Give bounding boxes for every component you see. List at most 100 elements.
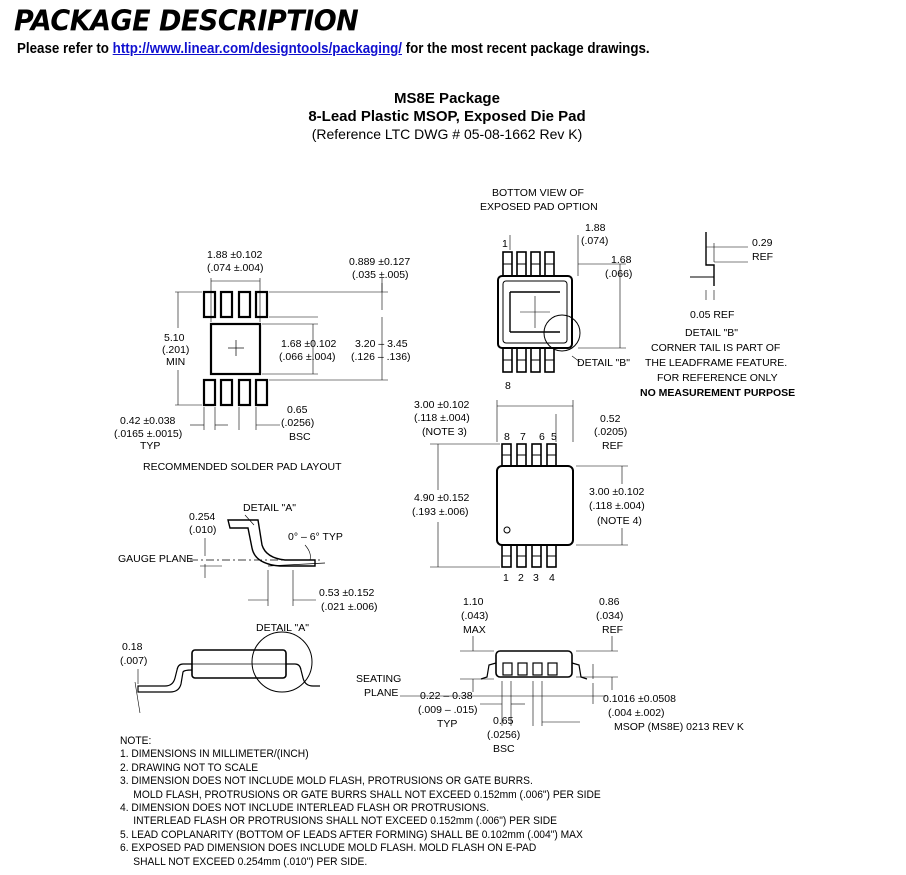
top-pin-7: 7 <box>520 431 526 443</box>
side-dim-018-in: (.007) <box>120 655 147 667</box>
solder-dim-pitch-mm: 0.65 <box>287 404 308 416</box>
detail-b-callout: DETAIL "B" <box>577 357 630 369</box>
note-6-continued: SHALL NOT EXCEED 0.254mm (.010") PER SID… <box>133 855 368 868</box>
side-dim-h-note: MAX <box>463 624 486 636</box>
solder-dim-gap-mm: 0.889 ±0.127 <box>349 256 410 268</box>
top-dim-tip-mm: 0.52 <box>600 413 621 425</box>
detail-a-angle: 0° – 6° TYP <box>288 531 343 543</box>
detail-b-dim-005: 0.05 REF <box>690 309 734 321</box>
top-dim-tip-note: REF <box>602 440 623 452</box>
solder-dim-width-mm: 1.88 ±0.102 <box>207 249 263 261</box>
seating-plane-line-1: SEATING <box>356 673 401 685</box>
side-dim-pitch-in: (.0256) <box>487 729 520 741</box>
bottom-dim-a-in: (.074) <box>581 235 608 247</box>
note-4: 4. DIMENSION DOES NOT INCLUDE INTERLEAD … <box>120 802 490 815</box>
drawing-code: MSOP (MS8E) 0213 REV K <box>614 721 744 733</box>
page-heading: PACKAGE DESCRIPTION <box>14 5 359 38</box>
bottom-dim-b-mm: 1.68 <box>611 254 632 266</box>
top-pin-6: 6 <box>539 431 545 443</box>
seating-plane-line-2: PLANE <box>364 687 398 699</box>
side-dim-lead-mm: 0.22 – 0.38 <box>420 690 473 702</box>
side-dim-ref-mm: 0.86 <box>599 596 620 608</box>
solder-dim-lead-mm: 0.42 ±0.038 <box>120 415 176 427</box>
detail-a-dim-mm: 0.254 <box>189 511 215 523</box>
refer-prefix: Please refer to <box>17 41 113 57</box>
package-reference: (Reference LTC DWG # 05-08-1662 Rev K) <box>311 126 583 142</box>
note-4-continued: INTERLEAD FLASH OR PROTRUSIONS SHALL NOT… <box>133 815 558 828</box>
solder-dim-pitch-note: BSC <box>289 431 311 443</box>
package-description: 8-Lead Plastic MSOP, Exposed Die Pad <box>308 108 586 125</box>
detail-a-dim-in: (.010) <box>189 524 216 536</box>
top-dim-body-in: (.118 ±.004) <box>589 500 645 512</box>
top-dim-w-note: (NOTE 3) <box>422 426 467 438</box>
detail-a-upper: DETAIL "A" 0.254 (.010) 0° – 6° TYP GAUG… <box>118 502 378 613</box>
solder-dim-width-in: (.074 ±.004) <box>207 262 264 274</box>
side-view-right: 1.10 (.043) MAX 0.86 (.034) REF SEATING … <box>356 596 744 755</box>
solder-dim-pad-mm: 1.68 ±0.102 <box>281 338 337 350</box>
note-5: 5. LEAD COPLANARITY (BOTTOM OF LEADS AFT… <box>120 828 583 841</box>
solder-dim-height-mm: 5.10 <box>164 332 185 344</box>
top-pin-5: 5 <box>551 431 557 443</box>
top-dim-len-in: (.193 ±.006) <box>412 506 469 518</box>
side-dim-018-mm: 0.18 <box>122 641 143 653</box>
side-dim-h-mm: 1.10 <box>463 596 484 608</box>
detail-b-title: DETAIL "B" <box>685 327 738 339</box>
solder-dim-gap-in: (.035 ±.005) <box>352 269 409 281</box>
package-name: MS8E Package <box>394 90 500 107</box>
solder-dim-span-mm: 3.20 – 3.45 <box>355 338 408 350</box>
solder-layout-caption: RECOMMENDED SOLDER PAD LAYOUT <box>143 461 342 473</box>
notes-heading: NOTE: <box>120 735 152 747</box>
side-dim-stand-mm: 0.1016 ±0.0508 <box>603 693 676 705</box>
note-3: 3. DIMENSION DOES NOT INCLUDE MOLD FLASH… <box>120 775 533 788</box>
side-detail-a-label: DETAIL "A" <box>256 622 309 634</box>
bottom-pin-4: 4 <box>549 572 555 584</box>
bottom-view-title-1: BOTTOM VIEW OF <box>492 187 584 199</box>
solder-dim-height-note: MIN <box>166 356 185 368</box>
top-dim-body-mm: 3.00 ±0.102 <box>589 486 645 498</box>
solder-pad-layout: 1.88 ±0.102 (.074 ±.004) 0.889 ±0.127 (.… <box>114 249 411 473</box>
side-dim-stand-in: (.004 ±.002) <box>608 707 665 719</box>
top-dim-w-mm: 3.00 ±0.102 <box>414 399 470 411</box>
gauge-plane-label: GAUGE PLANE <box>118 553 193 565</box>
detail-b-dim-mm: 0.29 <box>752 237 773 249</box>
detail-b-line-2: THE LEADFRAME FEATURE. <box>645 357 787 369</box>
top-view: 3.00 ±0.102 (.118 ±.004) (NOTE 3) 0.52 (… <box>412 399 645 584</box>
note-1: 1. DIMENSIONS IN MILLIMETER/(INCH) <box>120 748 309 761</box>
side-dim-lead-note: TYP <box>437 718 457 730</box>
bottom-pin-2: 2 <box>518 572 524 584</box>
solder-dim-span-in: (.126 – .136) <box>351 351 411 363</box>
side-view-left: DETAIL "A" 0.18 (.007) <box>120 622 320 714</box>
bottom-view-title-2: EXPOSED PAD OPTION <box>480 201 598 213</box>
detail-b-line-1: CORNER TAIL IS PART OF <box>651 342 780 354</box>
bottom-dim-a-mm: 1.88 <box>585 222 606 234</box>
refer-suffix: for the most recent package drawings. <box>401 41 650 57</box>
detail-a-upper-title: DETAIL "A" <box>243 502 296 514</box>
solder-dim-height-in: (.201) <box>162 344 189 356</box>
side-dim-lead-in: (.009 – .015) <box>418 704 478 716</box>
detail-b-line-3: FOR REFERENCE ONLY <box>657 372 778 384</box>
bottom-pin-3: 3 <box>533 572 539 584</box>
top-dim-body-note: (NOTE 4) <box>597 515 642 527</box>
solder-dim-pad-in: (.066 ±.004) <box>279 351 336 363</box>
solder-dim-pitch-in: (.0256) <box>281 417 314 429</box>
detail-b-dim-note: REF <box>752 251 773 263</box>
detail-b: 0.29 REF 0.05 REF DETAIL "B" CORNER TAIL… <box>640 232 795 399</box>
bottom-view: BOTTOM VIEW OF EXPOSED PAD OPTION 1 8 <box>480 187 632 392</box>
packaging-link[interactable]: http://www.linear.com/designtools/packag… <box>112 41 402 57</box>
refer-line: Please refer to http://www.linear.com/de… <box>17 41 650 57</box>
side-dim-ref-in: (.034) <box>596 610 623 622</box>
detail-a-lead-mm: 0.53 ±0.152 <box>319 587 375 599</box>
bottom-pin-1: 1 <box>503 572 509 584</box>
bottom-view-pin-1: 1 <box>502 238 508 250</box>
top-dim-len-mm: 4.90 ±0.152 <box>414 492 470 504</box>
detail-b-line-4: NO MEASUREMENT PURPOSE <box>640 387 795 399</box>
solder-dim-lead-note: TYP <box>140 440 160 452</box>
note-2: 2. DRAWING NOT TO SCALE <box>120 761 259 774</box>
side-dim-h-in: (.043) <box>461 610 488 622</box>
note-6: 6. EXPOSED PAD DIMENSION DOES INCLUDE MO… <box>120 842 537 855</box>
bottom-dim-b-in: (.066) <box>605 268 632 280</box>
bottom-view-pin-8: 8 <box>505 380 511 392</box>
solder-dim-lead-in: (.0165 ±.0015) <box>114 428 182 440</box>
side-dim-pitch-mm: 0.65 <box>493 715 514 727</box>
